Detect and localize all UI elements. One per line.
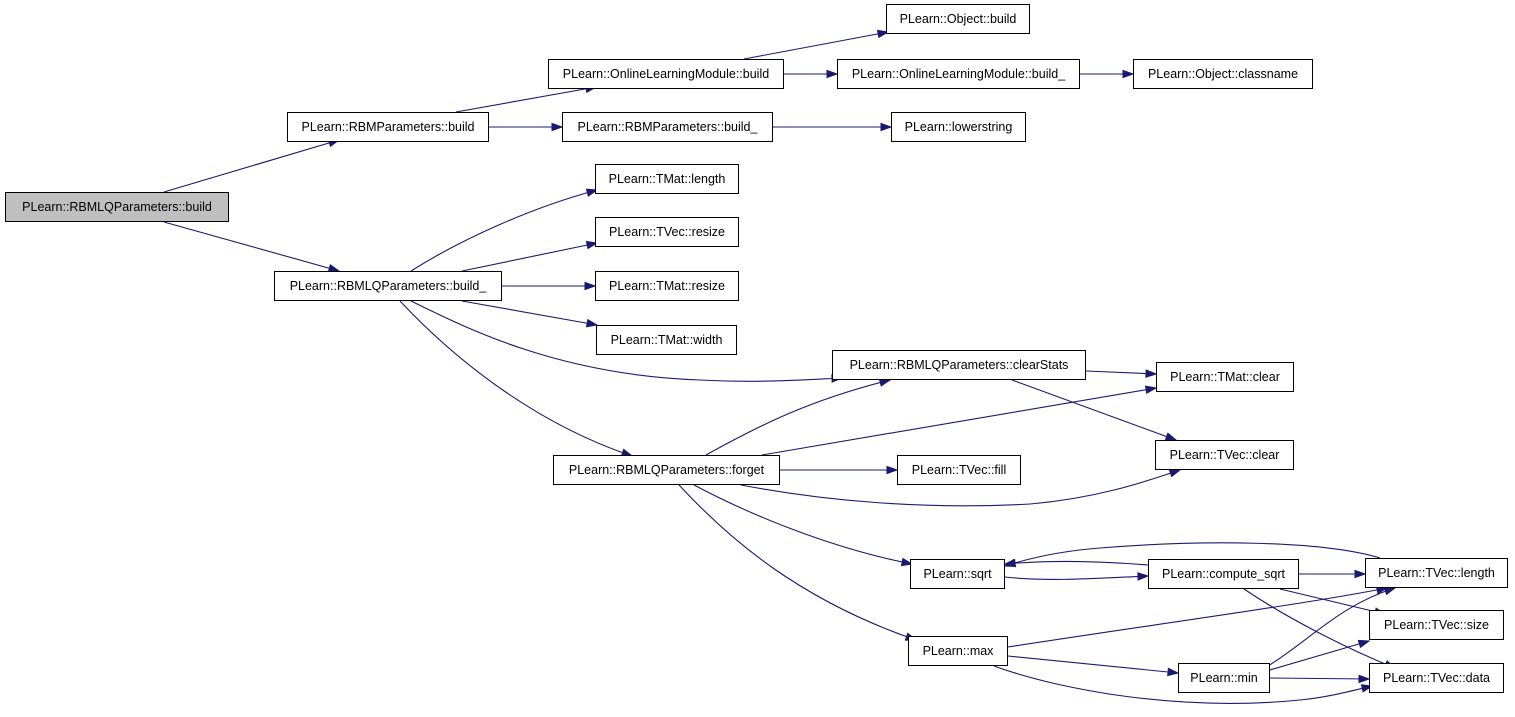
edge-rbm_build-to-olm_build	[455, 86, 597, 113]
node-tmat-clear[interactable]: PLearn::TMat::clear	[1156, 362, 1294, 392]
edge-compute_sqrt-to-tvec_size	[1279, 588, 1386, 615]
node-rbmlq-build[interactable]: PLearn::RBMLQParameters::build	[5, 192, 229, 222]
edge-min-to-tvec_size	[1269, 640, 1370, 671]
arrowhead-max-to-min	[1167, 667, 1180, 677]
edge-rbmlq_build_-to-tvec_resize	[461, 242, 598, 272]
arrowhead-min-to-tvec_size	[1357, 639, 1371, 649]
edge-forget-to-tvec_clear	[740, 469, 1181, 507]
edge-forget-to-max	[678, 484, 917, 641]
arrowhead-clearstats-to-tvec_clear	[1164, 432, 1178, 441]
edge-clearstats-to-tvec_clear	[1011, 379, 1177, 441]
edge-min-to-tvec_length	[1267, 587, 1396, 667]
arrowhead-clearstats-to-tmat_clear	[1145, 369, 1158, 378]
node-tvec-size[interactable]: PLearn::TVec::size	[1369, 610, 1504, 640]
edge-rbmlq_build_-to-tmat_length	[410, 189, 598, 272]
edge-min-to-tvec_data	[1269, 677, 1370, 680]
arrowhead-tvec_length-to-sqrt	[1003, 558, 1017, 567]
arrowhead-rbm_build-to-rbm_build_	[551, 122, 564, 132]
arrowhead-min-to-tvec_data	[1358, 674, 1371, 684]
edge-rbmlq_build-to-rbm_build	[163, 139, 340, 193]
edge-clearstats-to-tmat_clear	[1085, 370, 1157, 375]
arrowhead-rbmlq_build_-to-tvec_resize	[585, 240, 599, 250]
node-tvec-length[interactable]: PLearn::TVec::length	[1365, 558, 1508, 588]
edge-tvec_length-to-sqrt	[1004, 542, 1381, 567]
node-tmat-resize[interactable]: PLearn::TMat::resize	[595, 271, 739, 301]
arrowhead-forget-to-tvec_fill	[886, 465, 899, 475]
edge-rbmlq_build_-to-clearstats	[410, 300, 843, 382]
node-min[interactable]: PLearn::min	[1178, 663, 1270, 693]
edge-max-to-tvec_data	[993, 665, 1373, 704]
node-tmat-width[interactable]: PLearn::TMat::width	[596, 325, 737, 355]
node-olm-build-underscore[interactable]: PLearn::OnlineLearningModule::build_	[837, 59, 1080, 89]
node-sqrt[interactable]: PLearn::sqrt	[910, 559, 1005, 589]
arrowhead-rbmlq_build_-to-tmat_resize	[584, 281, 597, 291]
edge-olm_build-to-obj_build	[743, 31, 889, 60]
edge-forget-to-clearstats	[705, 379, 891, 456]
arrowhead-forget-to-tvec_clear	[1168, 469, 1182, 478]
edge-max-to-min	[1007, 655, 1179, 674]
node-max[interactable]: PLearn::max	[908, 636, 1008, 666]
node-lowerstring[interactable]: PLearn::lowerstring	[891, 112, 1026, 142]
edge-forget-to-sqrt	[693, 484, 913, 565]
arrowhead-forget-to-tmat_clear	[1144, 385, 1158, 395]
node-rbm-build-underscore[interactable]: PLearn::RBMParameters::build_	[562, 112, 773, 142]
node-tvec-resize[interactable]: PLearn::TVec::resize	[595, 217, 739, 247]
node-rbm-build[interactable]: PLearn::RBMParameters::build	[287, 112, 489, 142]
node-compute-sqrt[interactable]: PLearn::compute_sqrt	[1148, 559, 1299, 589]
arrowhead-rbm_build_-to-lowerstring	[880, 122, 893, 132]
edge-max-to-tvec_length	[1007, 587, 1388, 648]
node-tvec-fill[interactable]: PLearn::TVec::fill	[897, 455, 1021, 485]
edge-forget-to-tmat_clear	[761, 387, 1157, 456]
edge-rbmlq_build-to-rbmlq_build_	[163, 221, 340, 272]
arrowhead-forget-to-sqrt	[900, 557, 914, 567]
arrowhead-min-to-tvec_length	[1383, 587, 1397, 596]
node-tvec-clear[interactable]: PLearn::TVec::clear	[1155, 440, 1294, 470]
arrowhead-olm_build_-to-obj_classname	[1122, 69, 1135, 79]
node-clearstats[interactable]: PLearn::RBMLQParameters::clearStats	[832, 350, 1086, 380]
edge-sqrt-to-compute_sqrt	[1004, 575, 1149, 580]
edge-rbmlq_build_-to-forget	[399, 300, 633, 457]
arrowhead-compute_sqrt-to-tvec_length	[1354, 569, 1367, 579]
arrowhead-sqrt-to-compute_sqrt	[1137, 572, 1150, 581]
arrowhead-olm_build-to-olm_build_	[826, 69, 839, 79]
node-object-build[interactable]: PLearn::Object::build	[886, 4, 1030, 34]
edge-rbmlq_build_-to-tmat_width	[461, 300, 598, 326]
node-rbmlq-build-underscore[interactable]: PLearn::RBMLQParameters::build_	[274, 271, 502, 301]
arrowhead-rbmlq_build_-to-tmat_width	[585, 318, 599, 328]
arrowhead-olm_build-to-obj_build	[876, 29, 890, 39]
node-tvec-data[interactable]: PLearn::TVec::data	[1369, 663, 1504, 693]
node-object-classname[interactable]: PLearn::Object::classname	[1133, 59, 1313, 89]
arrowhead-forget-to-clearstats	[878, 378, 892, 387]
node-forget[interactable]: PLearn::RBMLQParameters::forget	[553, 455, 780, 485]
edge-compute_sqrt-to-tvec_data	[1243, 588, 1396, 669]
arrowhead-rbmlq_build_-to-tmat_length	[585, 188, 599, 197]
node-tmat-length[interactable]: PLearn::TMat::length	[595, 164, 739, 194]
node-olm-build[interactable]: PLearn::OnlineLearningModule::build	[548, 59, 784, 89]
edge-compute_sqrt-to-sqrt	[1004, 560, 1149, 566]
